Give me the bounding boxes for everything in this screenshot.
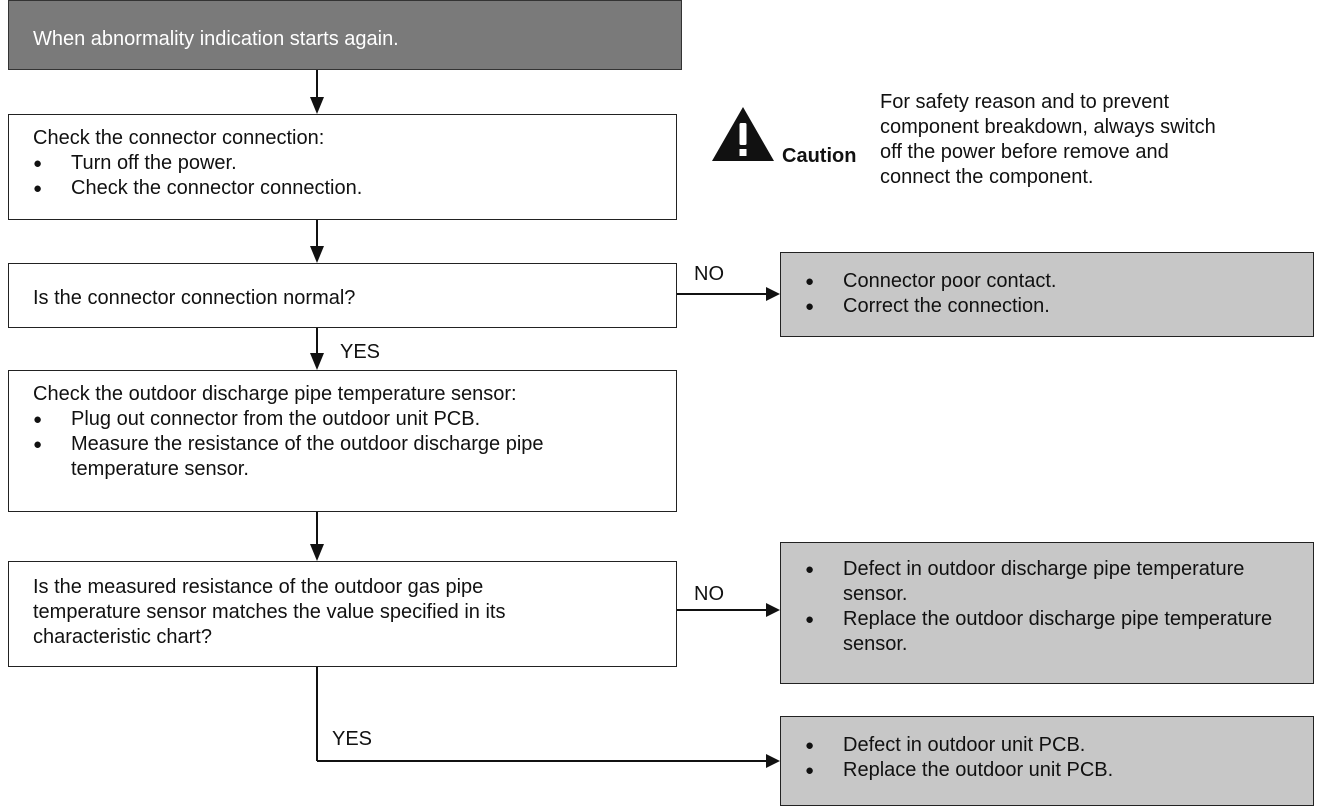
connector-normal-decision: Is the connector connection normal?: [8, 263, 677, 328]
warning-triangle-icon: [712, 107, 774, 161]
sensor-defect-result: Defect in outdoor discharge pipe tempera…: [780, 542, 1314, 684]
connector-normal-question: Is the connector connection normal?: [33, 287, 356, 309]
resistance-question-line: characteristic chart?: [33, 626, 212, 648]
list-item: Replace the outdoor discharge pipe tempe…: [805, 607, 1285, 657]
caution-note-line: component breakdown, always switch: [880, 116, 1216, 138]
resistance-match-decision: Is the measured resistance of the outdoo…: [8, 561, 677, 667]
resistance-question-line: temperature sensor matches the value spe…: [33, 601, 506, 623]
pcb-defect-result: Defect in outdoor unit PCB. Replace the …: [780, 716, 1314, 806]
caution-note-line: off the power before remove and: [880, 141, 1169, 163]
check-connector-title: Check the connector connection:: [33, 127, 325, 149]
caution-note-line: connect the component.: [880, 166, 1094, 188]
check-sensor-list: Plug out connector from the outdoor unit…: [33, 407, 653, 482]
list-item: Measure the resistance of the outdoor di…: [33, 432, 653, 482]
list-item: Plug out connector from the outdoor unit…: [33, 407, 653, 432]
decision2-no-label: NO: [694, 583, 724, 605]
caution-note: For safety reason and to prevent compone…: [880, 90, 1216, 190]
list-item: Connector poor contact.: [805, 269, 1056, 294]
start-header-text: When abnormality indication starts again…: [33, 28, 399, 50]
list-item: Check the connector connection.: [33, 176, 362, 201]
list-item: Defect in outdoor unit PCB.: [805, 733, 1113, 758]
check-sensor-title: Check the outdoor discharge pipe tempera…: [33, 383, 517, 405]
decision1-no-label: NO: [694, 263, 724, 285]
connector-poor-contact-result: Connector poor contact. Correct the conn…: [780, 252, 1314, 337]
list-item: Defect in outdoor discharge pipe tempera…: [805, 557, 1285, 607]
check-connector-list: Turn off the power. Check the connector …: [33, 151, 362, 201]
list-item: Replace the outdoor unit PCB.: [805, 758, 1113, 783]
check-connector-box: Check the connector connection: Turn off…: [8, 114, 677, 220]
start-header: When abnormality indication starts again…: [8, 0, 682, 70]
list-item: Correct the connection.: [805, 294, 1056, 319]
caution-label: Caution: [782, 145, 857, 167]
check-sensor-box: Check the outdoor discharge pipe tempera…: [8, 370, 677, 512]
decision1-yes-label: YES: [340, 341, 381, 363]
list-item: Turn off the power.: [33, 151, 362, 176]
resistance-question-line: Is the measured resistance of the outdoo…: [33, 576, 484, 598]
caution-note-line: For safety reason and to prevent: [880, 91, 1170, 113]
decision2-yes-label: YES: [332, 728, 373, 750]
